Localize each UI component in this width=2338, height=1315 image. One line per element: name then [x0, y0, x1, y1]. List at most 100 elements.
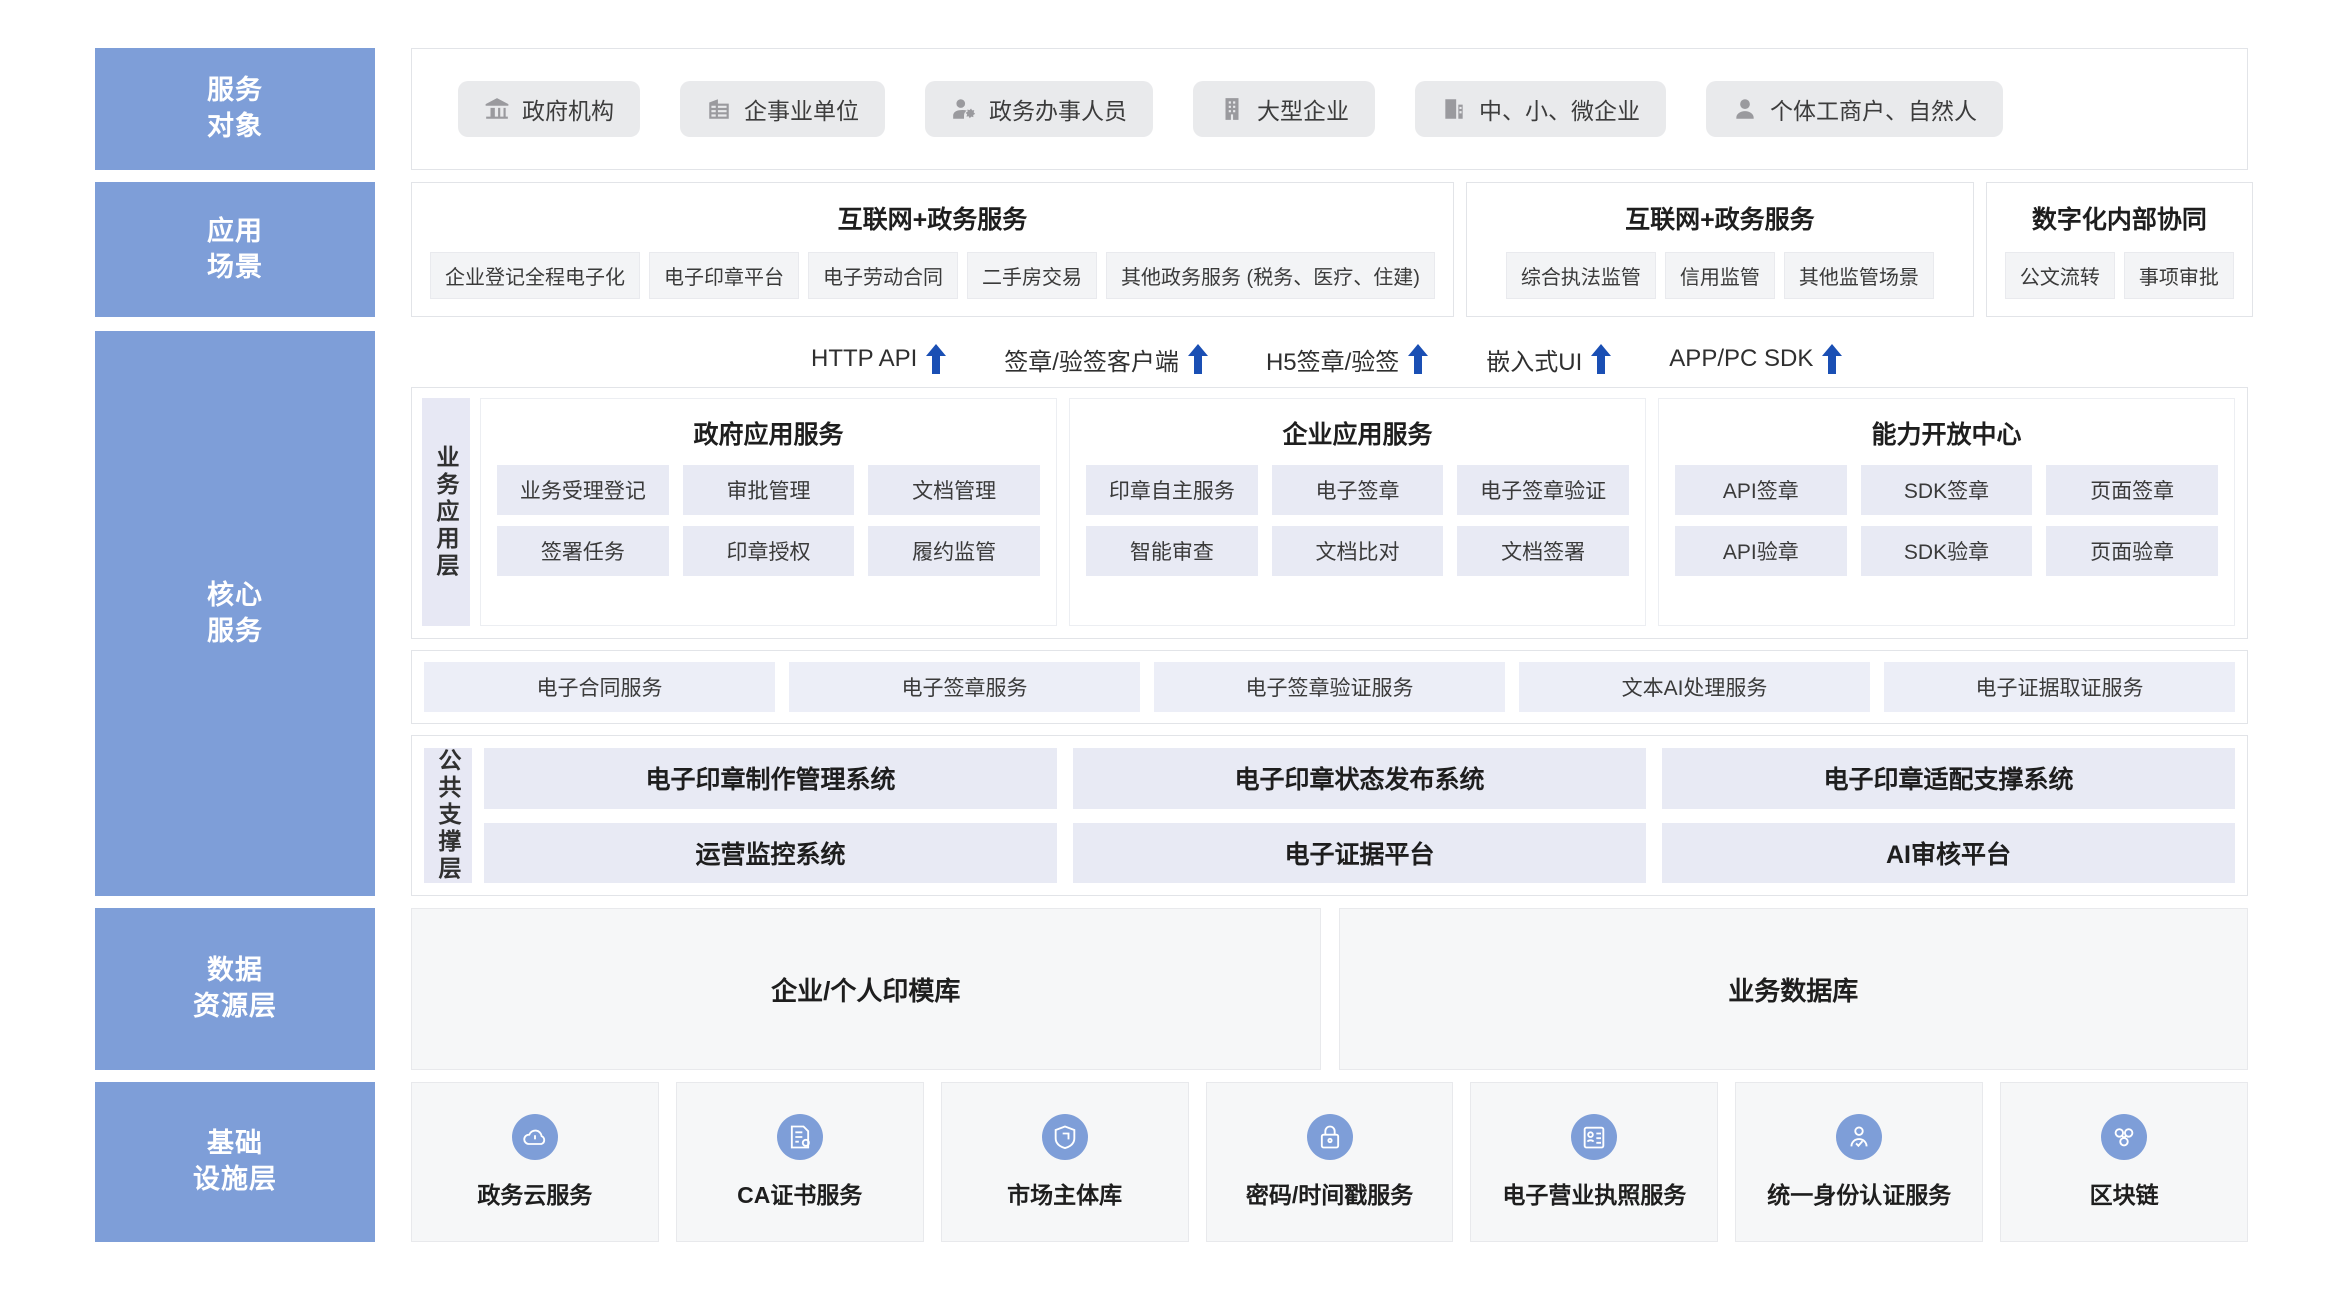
sidebar-label-line2: 资源层 [193, 991, 277, 1021]
infrastructure-item[interactable]: 政务云服务 [411, 1082, 659, 1242]
infrastructure-item[interactable]: 电子营业执照服务 [1470, 1082, 1719, 1242]
infrastructure-label: 市场主体库 [1007, 1182, 1123, 1208]
database-tag-icon [1041, 1114, 1088, 1160]
scenario-tag[interactable]: 综合执法监管 [1505, 252, 1656, 299]
card-cell[interactable]: 审批管理 [682, 465, 855, 515]
scenario-tag-row: 企业登记全程电子化 电子印章平台 电子劳动合同 二手房交易 其他政务服务 (税务… [430, 252, 1435, 299]
business-application-card: 企业应用服务 印章自主服务 电子签章 电子签章验证 智能审查 文档比对 文档签署 [1069, 398, 1646, 626]
scenario-box: 数字化内部协同 公文流转 事项审批 [1985, 182, 2253, 317]
support-system-cell[interactable]: AI审核平台 [1662, 822, 2235, 883]
service-object-chip[interactable]: 中、小、微企业 [1415, 81, 1666, 137]
card-cell[interactable]: 印章授权 [682, 526, 855, 576]
arrow-up-icon [1187, 344, 1208, 374]
scenario-title: 互联网+政务服务 [837, 206, 1028, 234]
business-application-layer-label: 业务应用层 [422, 398, 470, 626]
data-resource-box[interactable]: 企业/个人印模库 [411, 908, 1321, 1070]
api-interface-item[interactable]: 嵌入式UI [1486, 342, 1612, 377]
card-cell[interactable]: 印章自主服务 [1086, 465, 1258, 515]
card-cell[interactable]: 电子签章验证 [1457, 465, 1629, 515]
blockchain-icon [2101, 1114, 2148, 1160]
support-system-cell[interactable]: 电子证据平台 [1073, 822, 1646, 883]
card-cell[interactable]: SDK验章 [1860, 526, 2033, 576]
business-application-card: 政府应用服务 业务受理登记 审批管理 文档管理 签署任务 印章授权 履约监管 [480, 398, 1057, 626]
scenario-tag[interactable]: 公文流转 [2004, 252, 2115, 299]
support-system-cell[interactable]: 电子印章适配支撑系统 [1662, 748, 2235, 809]
sidebar-label-line2: 设施层 [193, 1164, 277, 1194]
scenario-title: 互联网+政务服务 [1625, 206, 1815, 234]
scenario-tag[interactable]: 电子印章平台 [649, 252, 799, 299]
support-system-cell[interactable]: 运营监控系统 [484, 822, 1057, 883]
api-interface-label: 签章/验签客户端 [1004, 348, 1179, 376]
card-cell[interactable]: 智能审查 [1086, 526, 1258, 576]
infrastructure-label: 电子营业执照服务 [1502, 1182, 1687, 1208]
scenario-tag[interactable]: 二手房交易 [967, 252, 1097, 299]
api-interface-label: 嵌入式UI [1486, 348, 1583, 376]
arrow-up-icon [926, 344, 947, 374]
card-cell[interactable]: 文档比对 [1271, 526, 1444, 576]
service-object-chip[interactable]: 企事业单位 [680, 81, 885, 137]
app-scenarios-panel: 互联网+政务服务 企业登记全程电子化 电子印章平台 电子劳动合同 二手房交易 其… [411, 182, 2253, 317]
scenario-box: 互联网+政务服务 综合执法监管 信用监管 其他监管场景 [1465, 182, 1974, 317]
sidebar-label-line2: 服务 [207, 615, 263, 646]
card-cell[interactable]: 页面验章 [2046, 526, 2218, 576]
sidebar-label-line1: 基础 [207, 1128, 263, 1159]
license-card-icon [1571, 1114, 1618, 1160]
shared-service-item[interactable]: 电子证据取证服务 [1884, 662, 2235, 712]
data-resource-box[interactable]: 业务数据库 [1338, 908, 2248, 1070]
shared-service-item[interactable]: 文本AI处理服务 [1519, 662, 1870, 712]
shared-service-item[interactable]: 电子合同服务 [424, 662, 775, 712]
api-interface-item[interactable]: APP/PC SDK [1669, 344, 1843, 374]
service-object-chip[interactable]: 政府机构 [458, 81, 640, 137]
card-cell[interactable]: 履约监管 [868, 526, 1040, 576]
card-cell[interactable]: API验章 [1675, 526, 1847, 576]
card-cell[interactable]: 业务受理登记 [497, 465, 669, 515]
business-application-card-row: 政府应用服务 业务受理登记 审批管理 文档管理 签署任务 印章授权 履约监管 [480, 398, 2235, 626]
api-interface-label: APP/PC SDK [1669, 345, 1814, 372]
api-interface-item[interactable]: H5签章/验签 [1266, 342, 1429, 377]
card-cell[interactable]: API签章 [1675, 465, 1847, 515]
card-cell[interactable]: 签署任务 [497, 526, 669, 576]
shared-service-item[interactable]: 电子签章验证服务 [1154, 662, 1505, 712]
api-interface-item[interactable]: 签章/验签客户端 [1004, 342, 1208, 377]
lock-icon [1306, 1114, 1353, 1160]
card-cell[interactable]: 页面签章 [2046, 465, 2218, 515]
card-cell[interactable]: 文档签署 [1457, 526, 1629, 576]
infrastructure-label: 区块链 [2089, 1182, 2159, 1208]
shared-services-strip: 电子合同服务 电子签章服务 电子签章验证服务 文本AI处理服务 电子证据取证服务 [411, 650, 2248, 724]
card-cell-grid: 印章自主服务 电子签章 电子签章验证 智能审查 文档比对 文档签署 [1086, 465, 1629, 576]
scenario-tag[interactable]: 事项审批 [2123, 252, 2234, 299]
card-cell[interactable]: SDK签章 [1860, 465, 2033, 515]
infrastructure-item[interactable]: 区块链 [2000, 1082, 2249, 1242]
infrastructure-item[interactable]: 密码/时间戳服务 [1205, 1082, 1454, 1242]
app-scenarios-row: 应用 场景 互联网+政务服务 企业登记全程电子化 电子印章平台 电子劳动合同 二… [95, 182, 2253, 317]
service-object-chip[interactable]: 政务办事人员 [925, 81, 1153, 137]
sidebar-label-line1: 数据 [207, 955, 263, 986]
api-interface-item[interactable]: HTTP API [811, 344, 947, 374]
card-cell[interactable]: 电子签章 [1271, 465, 1444, 515]
sidebar-label-line1: 服务 [207, 75, 263, 106]
card-cell[interactable]: 文档管理 [868, 465, 1040, 515]
shared-service-item[interactable]: 电子签章服务 [789, 662, 1140, 712]
service-object-label: 企事业单位 [744, 98, 859, 124]
infrastructure-label: 统一身份认证服务 [1767, 1182, 1952, 1208]
infrastructure-item[interactable]: 市场主体库 [940, 1082, 1189, 1242]
scenario-tag[interactable]: 企业登记全程电子化 [430, 252, 640, 299]
scenario-tag[interactable]: 信用监管 [1664, 252, 1775, 299]
support-system-cell[interactable]: 电子印章制作管理系统 [484, 748, 1057, 809]
service-object-chip[interactable]: 个体工商户、自然人 [1706, 81, 2003, 137]
service-object-label: 政务办事人员 [989, 98, 1127, 124]
support-system-cell[interactable]: 电子印章状态发布系统 [1073, 748, 1646, 809]
scenario-tag[interactable]: 其他政务服务 (税务、医疗、住建) [1106, 252, 1435, 299]
scenario-tag[interactable]: 其他监管场景 [1783, 252, 1934, 299]
service-object-chip[interactable]: 大型企业 [1193, 81, 1375, 137]
infrastructure-item[interactable]: CA证书服务 [675, 1082, 924, 1242]
scenario-tag[interactable]: 电子劳动合同 [808, 252, 958, 299]
infrastructure-item[interactable]: 统一身份认证服务 [1735, 1082, 1984, 1242]
sidebar-label-line1: 核心 [207, 579, 263, 610]
scenario-box: 互联网+政务服务 企业登记全程电子化 电子印章平台 电子劳动合同 二手房交易 其… [411, 182, 1454, 317]
service-object-label: 大型企业 [1257, 98, 1349, 124]
office-building-icon [706, 96, 732, 122]
infrastructure-label: 密码/时间戳服务 [1245, 1182, 1414, 1208]
scenario-tag-row: 公文流转 事项审批 [2004, 252, 2234, 299]
